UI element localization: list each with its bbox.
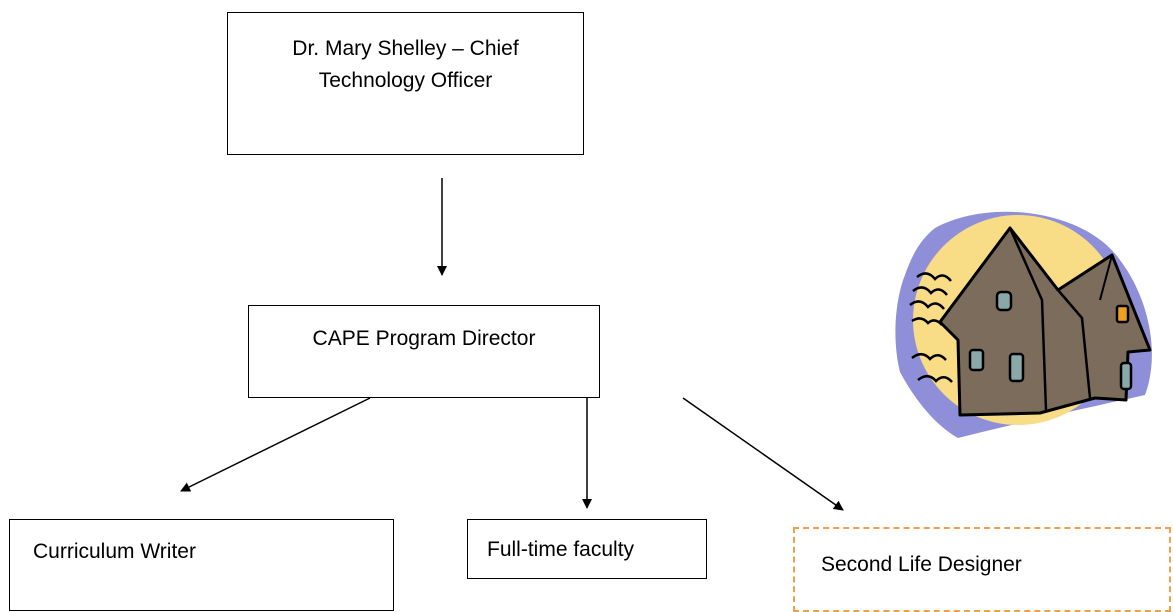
node-curriculum-writer: Curriculum Writer: [9, 519, 394, 611]
node-cto-line-2: Technology Officer: [318, 69, 493, 92]
haunted-house-icon: [895, 211, 1152, 438]
node-full-time-faculty: Full-time faculty: [467, 519, 707, 579]
node-designer-label: Second Life Designer: [821, 553, 1022, 576]
edge-director-to-writer: [180, 397, 371, 492]
node-program-director: CAPE Program Director: [248, 305, 600, 398]
node-cto-line-1: Dr. Mary Shelley – Chief: [292, 37, 519, 60]
edge-director-to-designer: [682, 397, 844, 511]
node-writer-label: Curriculum Writer: [33, 540, 196, 563]
node-chief-technology-officer: Dr. Mary Shelley – Chief Technology Offi…: [227, 12, 584, 155]
node-director-label: CAPE Program Director: [312, 327, 536, 350]
node-second-life-designer: Second Life Designer: [793, 527, 1171, 612]
node-faculty-label: Full-time faculty: [487, 538, 635, 561]
